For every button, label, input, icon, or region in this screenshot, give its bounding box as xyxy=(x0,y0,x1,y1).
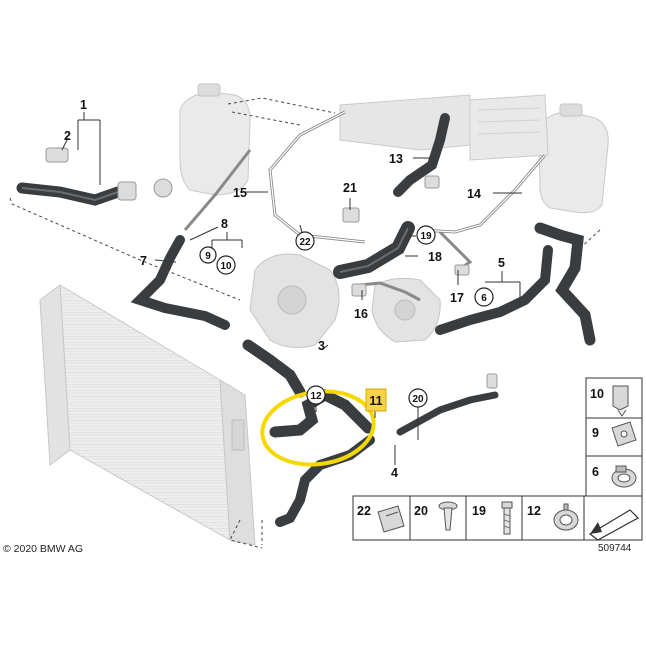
label-part-3: 3 xyxy=(318,339,325,353)
label-part-16: 16 xyxy=(354,307,368,321)
legend-side: 10 9 6 xyxy=(585,377,643,497)
label-part-20: 20 xyxy=(412,394,424,405)
label-part-13: 13 xyxy=(389,152,403,166)
label-part-17: 17 xyxy=(450,291,464,305)
legend-bottom: 22 20 19 12 xyxy=(352,495,643,541)
label-part-10: 10 xyxy=(220,261,232,272)
clamp-6-icon xyxy=(611,465,637,488)
legend-bottom-19: 19 xyxy=(472,504,486,518)
dashed-leaders xyxy=(9,97,601,549)
water-pump xyxy=(249,253,340,349)
copyright-text: © 2020 BMW AG xyxy=(3,543,84,555)
clip-9-icon xyxy=(611,421,637,447)
legend-bottom-20: 20 xyxy=(414,504,428,518)
label-part-18: 18 xyxy=(428,250,442,264)
drawing-number: 509744 xyxy=(598,543,632,554)
expansion-tank-right xyxy=(537,103,609,214)
label-part-9: 9 xyxy=(205,251,211,262)
legend-side-6: 6 xyxy=(592,465,599,479)
label-part-22: 22 xyxy=(299,237,311,248)
label-part-21: 21 xyxy=(343,181,357,195)
label-part-12: 12 xyxy=(310,391,322,402)
label-part-2: 2 xyxy=(64,129,71,143)
label-part-1: 1 xyxy=(80,98,87,112)
legend-bottom-22: 22 xyxy=(357,504,371,518)
thermostat-housing xyxy=(371,277,441,343)
legend-side-10: 10 xyxy=(590,387,604,401)
label-part-7: 7 xyxy=(140,254,147,268)
label-part-5: 5 xyxy=(498,256,505,270)
fittings xyxy=(45,147,498,389)
clamp-12-icon xyxy=(553,503,579,531)
callout-part-11[interactable]: 11 xyxy=(365,388,387,412)
radiator xyxy=(39,284,256,546)
expansion-tank-left xyxy=(179,83,251,196)
label-part-6: 6 xyxy=(481,293,487,304)
label-part-14: 14 xyxy=(467,187,481,201)
clip-22-icon xyxy=(377,505,405,533)
legend-side-9: 9 xyxy=(592,426,599,440)
rivet-20-icon xyxy=(438,501,458,531)
label-part-11: 11 xyxy=(369,394,382,408)
clip-10-icon xyxy=(612,385,629,417)
legend-bottom-12: 12 xyxy=(527,504,541,518)
label-part-8: 8 xyxy=(221,217,228,231)
label-part-19: 19 xyxy=(420,231,432,242)
direction-arrow-icon xyxy=(588,509,639,541)
leader-lines xyxy=(61,112,522,465)
bolt-19-icon xyxy=(501,501,513,535)
label-part-15: 15 xyxy=(233,186,247,200)
part-labels: 1 2 3 4 5 7 8 13 14 15 16 17 18 21 xyxy=(64,98,505,480)
label-part-4: 4 xyxy=(391,466,398,480)
circled-labels: 9 10 6 12 19 20 22 xyxy=(199,225,494,408)
